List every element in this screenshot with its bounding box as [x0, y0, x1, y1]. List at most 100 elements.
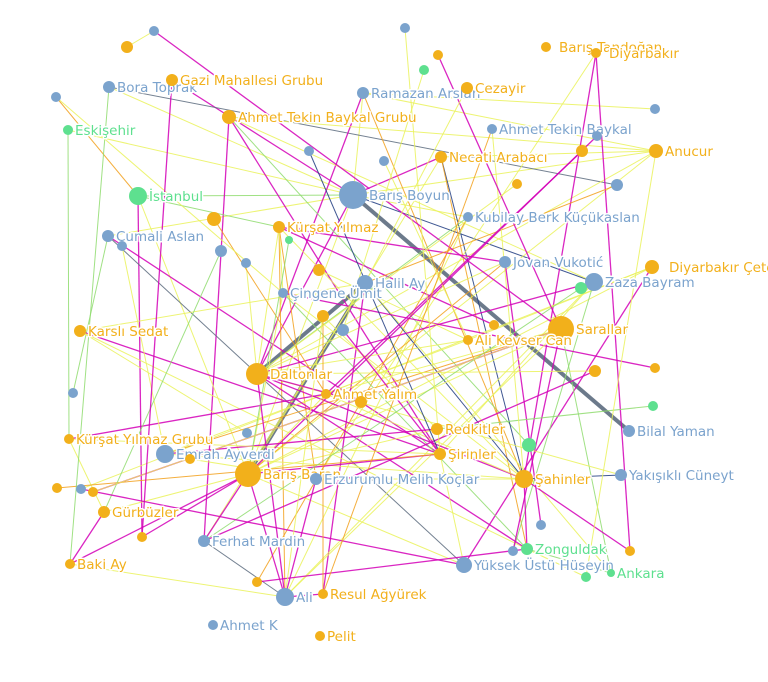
node-dot-cumali_aslan[interactable]: [102, 230, 114, 242]
node-sahinler[interactable]: Şahinler: [515, 470, 592, 490]
node-u28[interactable]: [355, 396, 367, 408]
node-u5[interactable]: [433, 50, 443, 60]
node-dot-u10[interactable]: [576, 145, 588, 157]
node-dot-u11[interactable]: [592, 131, 602, 141]
node-dot-cezayir[interactable]: [461, 82, 473, 94]
node-u35[interactable]: [137, 532, 147, 542]
node-dot-ferhat_mardin[interactable]: [198, 535, 210, 547]
node-dot-baris_tandogan[interactable]: [541, 42, 551, 52]
node-u2[interactable]: [121, 41, 133, 53]
node-u33[interactable]: [76, 484, 86, 494]
node-dot-cingene_umit[interactable]: [278, 288, 288, 298]
node-ahmet_yalim[interactable]: Ahmet Yalım: [321, 386, 419, 405]
node-dot-baris_baran[interactable]: [235, 461, 261, 487]
node-dot-u17[interactable]: [313, 264, 325, 276]
node-u32[interactable]: [52, 483, 62, 493]
node-gazi_mahallesi[interactable]: Gazi Mahallesi Grubu: [166, 72, 325, 91]
node-u14[interactable]: [285, 236, 293, 244]
node-jovan[interactable]: Jovan Vukotić: [499, 254, 605, 273]
node-dot-ali_kevser[interactable]: [463, 335, 473, 345]
node-u19[interactable]: [241, 258, 251, 268]
node-u39[interactable]: [581, 572, 591, 582]
node-dot-u2[interactable]: [121, 41, 133, 53]
node-diyarbakir[interactable]: Diyarbakır: [591, 45, 681, 64]
node-u12[interactable]: [611, 179, 623, 191]
node-dot-gurbuzler[interactable]: [98, 506, 110, 518]
node-dot-istanbul[interactable]: [129, 187, 147, 205]
node-kursat_yilmaz[interactable]: Kürşat Yılmaz: [273, 219, 380, 238]
node-dot-u9[interactable]: [379, 156, 389, 166]
node-anucur[interactable]: Anucur: [649, 143, 715, 162]
node-dot-u30[interactable]: [522, 438, 536, 452]
node-kursat_yilmaz_grubu[interactable]: Kürşat Yılmaz Grubu: [64, 431, 215, 450]
node-dot-u29[interactable]: [242, 428, 252, 438]
node-dot-bora_toprak[interactable]: [103, 81, 115, 93]
node-bora_toprak[interactable]: Bora Toprak: [103, 79, 199, 98]
node-dot-u19[interactable]: [241, 258, 251, 268]
node-u26[interactable]: [648, 401, 658, 411]
node-baris_tandogan[interactable]: Barış Tandoğan: [541, 39, 664, 58]
node-ali_kevser[interactable]: Ali Kevser Can: [463, 332, 573, 351]
node-diyarbakir_cete[interactable]: Diyarbakır Çetesi: [645, 259, 768, 278]
node-dot-u39[interactable]: [581, 572, 591, 582]
node-dot-karsli_sedat[interactable]: [74, 325, 86, 337]
node-dot-u5[interactable]: [433, 50, 443, 60]
node-u25[interactable]: [589, 365, 601, 377]
node-u13[interactable]: [512, 179, 522, 189]
node-u34[interactable]: [88, 487, 98, 497]
node-gurbuzler[interactable]: Gürbüzler: [98, 504, 180, 523]
node-dot-u25[interactable]: [589, 365, 601, 377]
node-dot-u36[interactable]: [536, 520, 546, 530]
node-u4[interactable]: [400, 23, 410, 33]
node-u1[interactable]: [149, 26, 159, 36]
node-u27[interactable]: [68, 388, 78, 398]
node-ahmet_k[interactable]: Ahmet K: [208, 617, 280, 636]
node-u10[interactable]: [576, 145, 588, 157]
node-u7[interactable]: [650, 104, 660, 114]
node-u3[interactable]: [51, 92, 61, 102]
node-dot-baris_boyun[interactable]: [339, 181, 367, 209]
node-dot-u34[interactable]: [88, 487, 98, 497]
node-dot-u15[interactable]: [117, 241, 127, 251]
node-dot-eskisehir[interactable]: [63, 125, 73, 135]
node-dot-u14[interactable]: [285, 236, 293, 244]
node-erzurumlu[interactable]: Erzurumlu Melih Koçlar: [310, 471, 481, 490]
node-dot-u16[interactable]: [207, 212, 221, 226]
node-dot-emrah_ayverdi[interactable]: [156, 445, 174, 463]
node-u30[interactable]: [522, 438, 536, 452]
node-dot-kursat_yilmaz[interactable]: [273, 221, 285, 233]
node-daltonlar[interactable]: Daltonlar: [246, 363, 334, 385]
node-dot-u12[interactable]: [611, 179, 623, 191]
node-dot-u8[interactable]: [304, 146, 314, 156]
node-dot-u31[interactable]: [185, 454, 195, 464]
node-yakisikli[interactable]: Yakışıklı Cüneyt: [615, 467, 735, 486]
node-dot-u32[interactable]: [52, 483, 62, 493]
node-dot-erzurumlu[interactable]: [310, 473, 322, 485]
node-u9[interactable]: [379, 156, 389, 166]
node-dot-baki_ay[interactable]: [65, 559, 75, 569]
node-dot-redkitler[interactable]: [431, 423, 443, 435]
node-dot-u1[interactable]: [149, 26, 159, 36]
node-u36[interactable]: [536, 520, 546, 530]
node-dot-diyarbakir_cete[interactable]: [645, 260, 659, 274]
node-redkitler[interactable]: Redkitler: [431, 421, 507, 440]
node-u31[interactable]: [185, 454, 195, 464]
node-sarallar[interactable]: Sarallar: [548, 316, 630, 342]
node-dot-u4[interactable]: [400, 23, 410, 33]
node-u24[interactable]: [650, 363, 660, 373]
node-dot-yuksek_ustu[interactable]: [456, 557, 472, 573]
node-u22[interactable]: [489, 320, 499, 330]
node-dot-u40[interactable]: [252, 577, 262, 587]
node-u21[interactable]: [337, 324, 349, 336]
node-dot-kursat_yilmaz_grubu[interactable]: [64, 434, 74, 444]
node-dot-kubilay[interactable]: [463, 212, 473, 222]
node-dot-u24[interactable]: [650, 363, 660, 373]
node-u40[interactable]: [252, 577, 262, 587]
node-dot-sahinler[interactable]: [515, 470, 533, 488]
node-dot-anucur[interactable]: [649, 144, 663, 158]
node-dot-u21[interactable]: [337, 324, 349, 336]
node-dot-yakisikli[interactable]: [615, 469, 627, 481]
node-dot-gazi_mahallesi[interactable]: [166, 74, 178, 86]
node-dot-ahmet_tekin_baykal_grubu[interactable]: [222, 110, 236, 124]
node-pelit[interactable]: Pelit: [315, 628, 357, 647]
